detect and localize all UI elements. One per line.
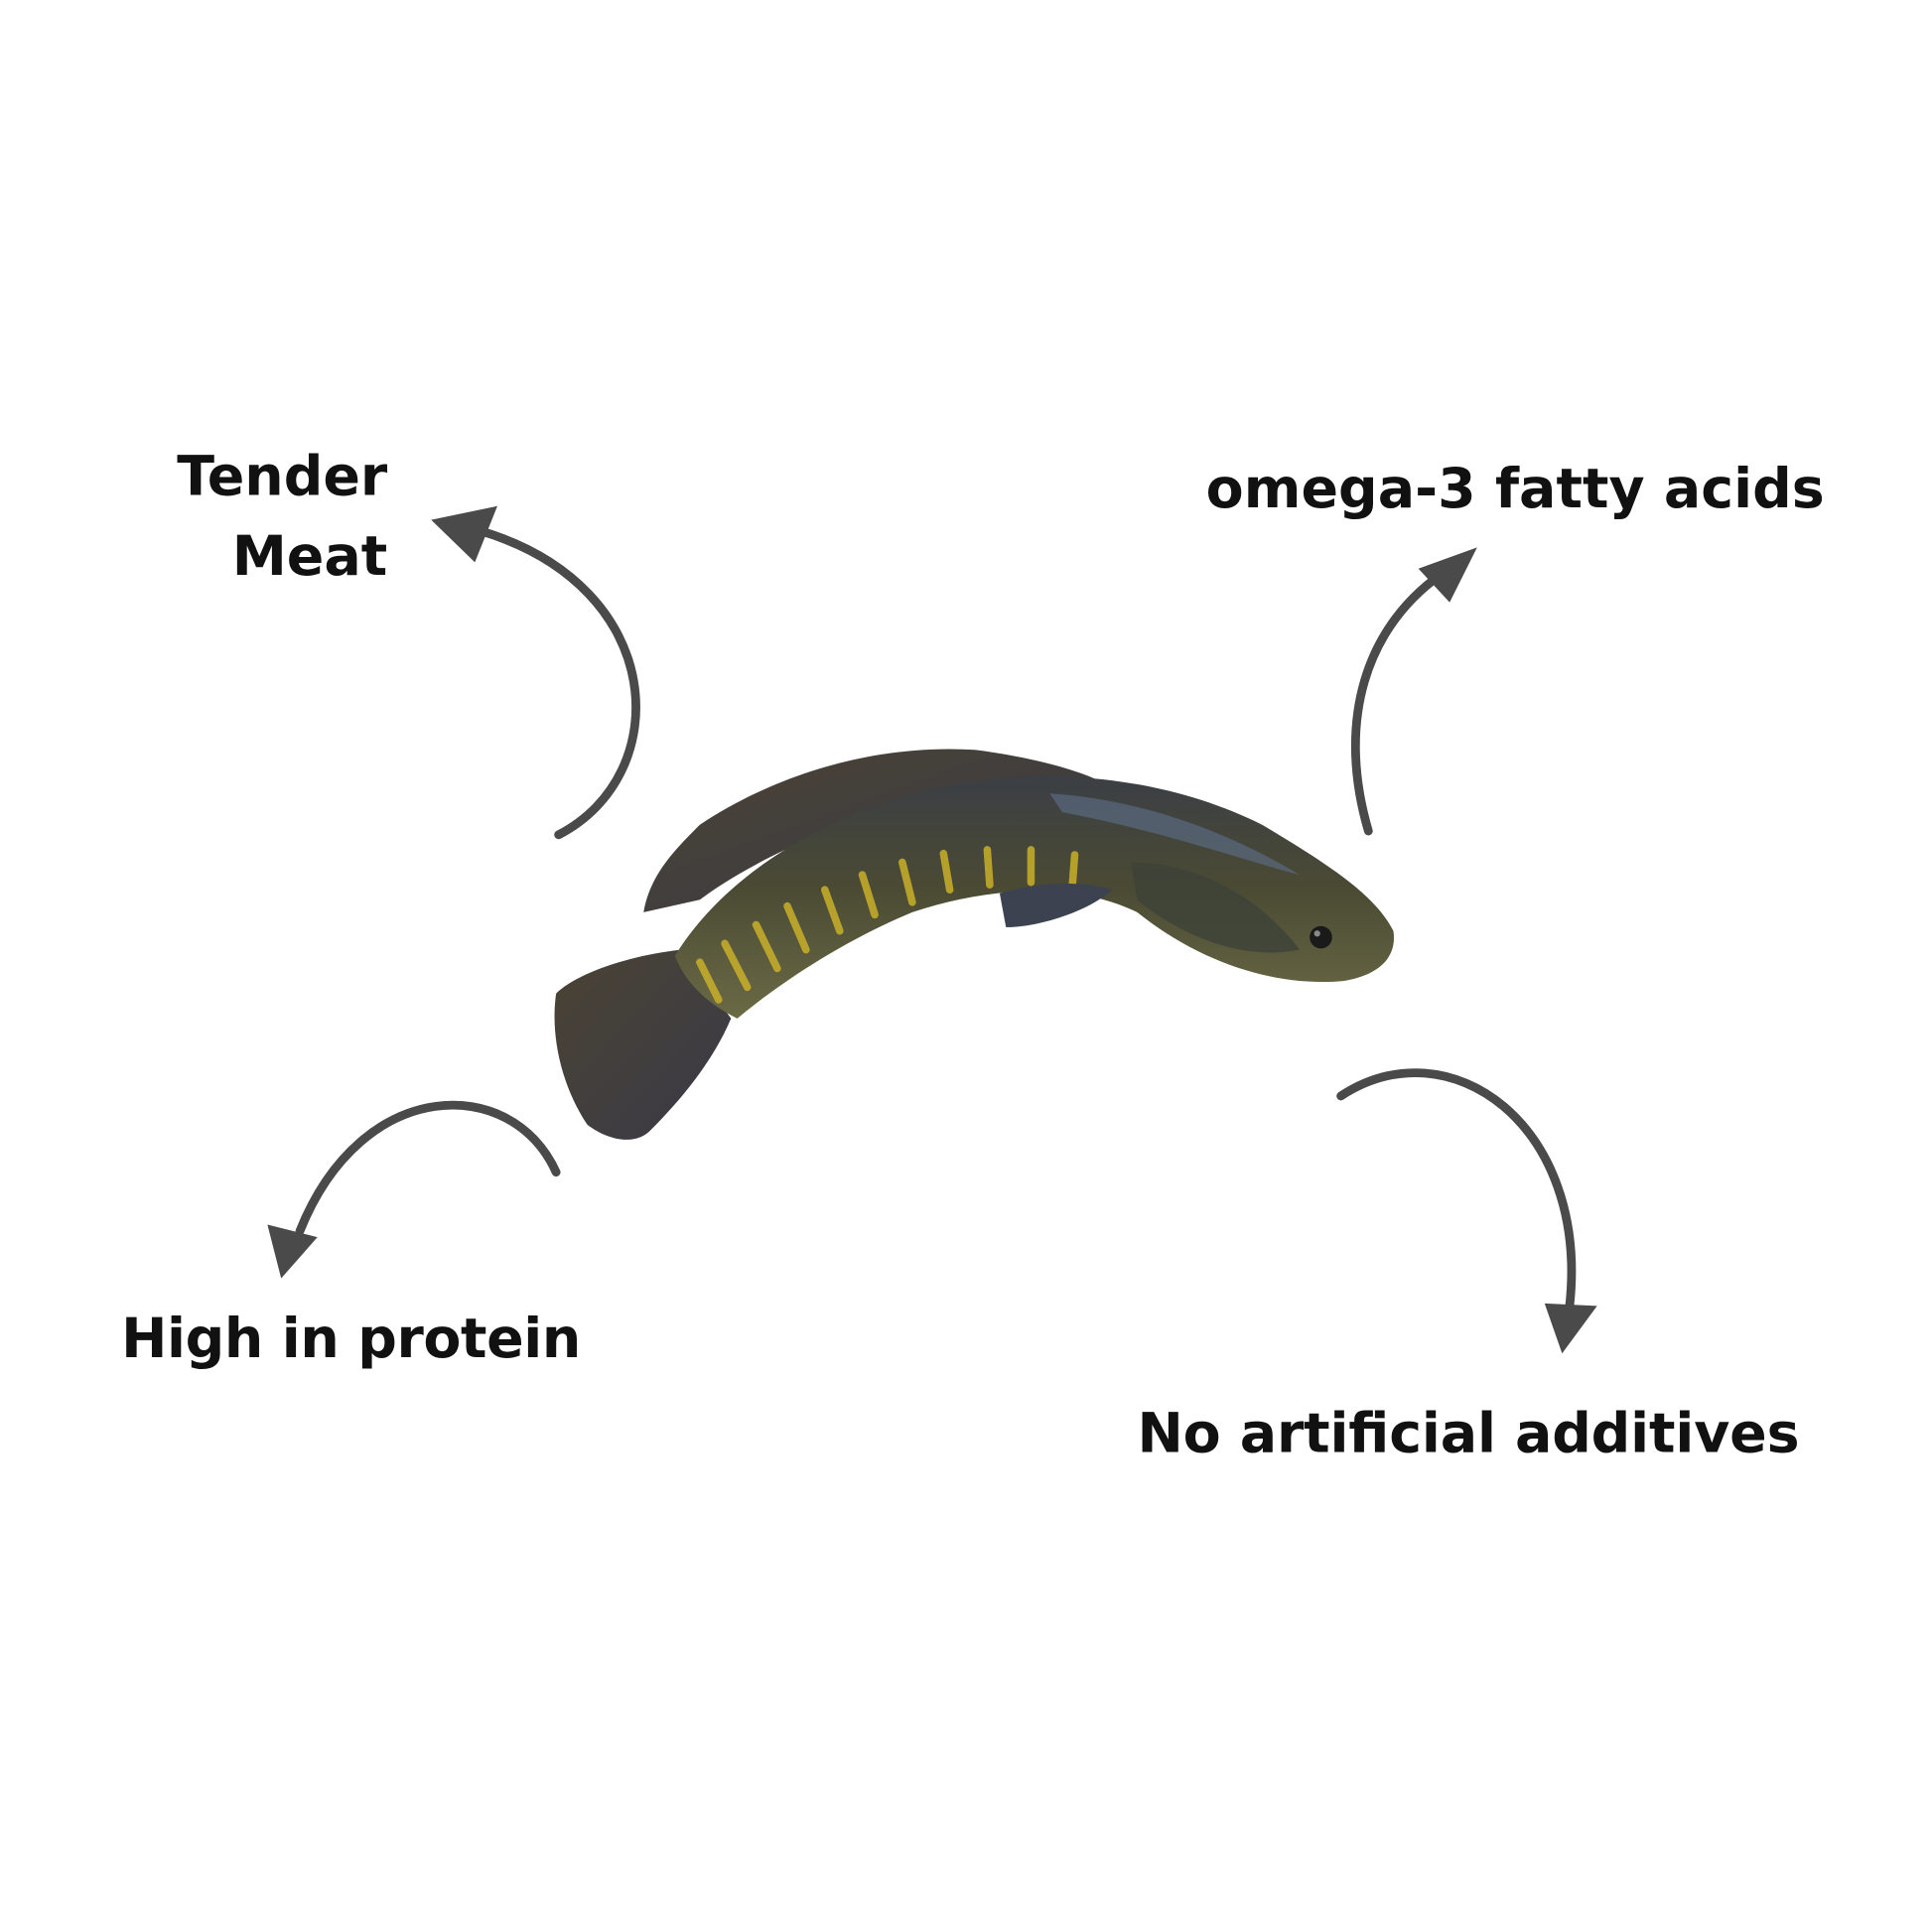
arrow-protein [267, 1100, 561, 1279]
arrow-tender-meat [431, 505, 640, 840]
fish-image [554, 749, 1395, 1140]
arrow-additives [1336, 1068, 1597, 1354]
label-meat: Meat [232, 525, 388, 589]
label-omega: omega-3 fatty acids [1206, 458, 1825, 521]
label-protein: High in protein [121, 1308, 581, 1371]
label-tender: Tender [177, 445, 388, 508]
arrow-omega [1350, 547, 1477, 836]
label-additives: No artificial additives [1137, 1403, 1799, 1466]
